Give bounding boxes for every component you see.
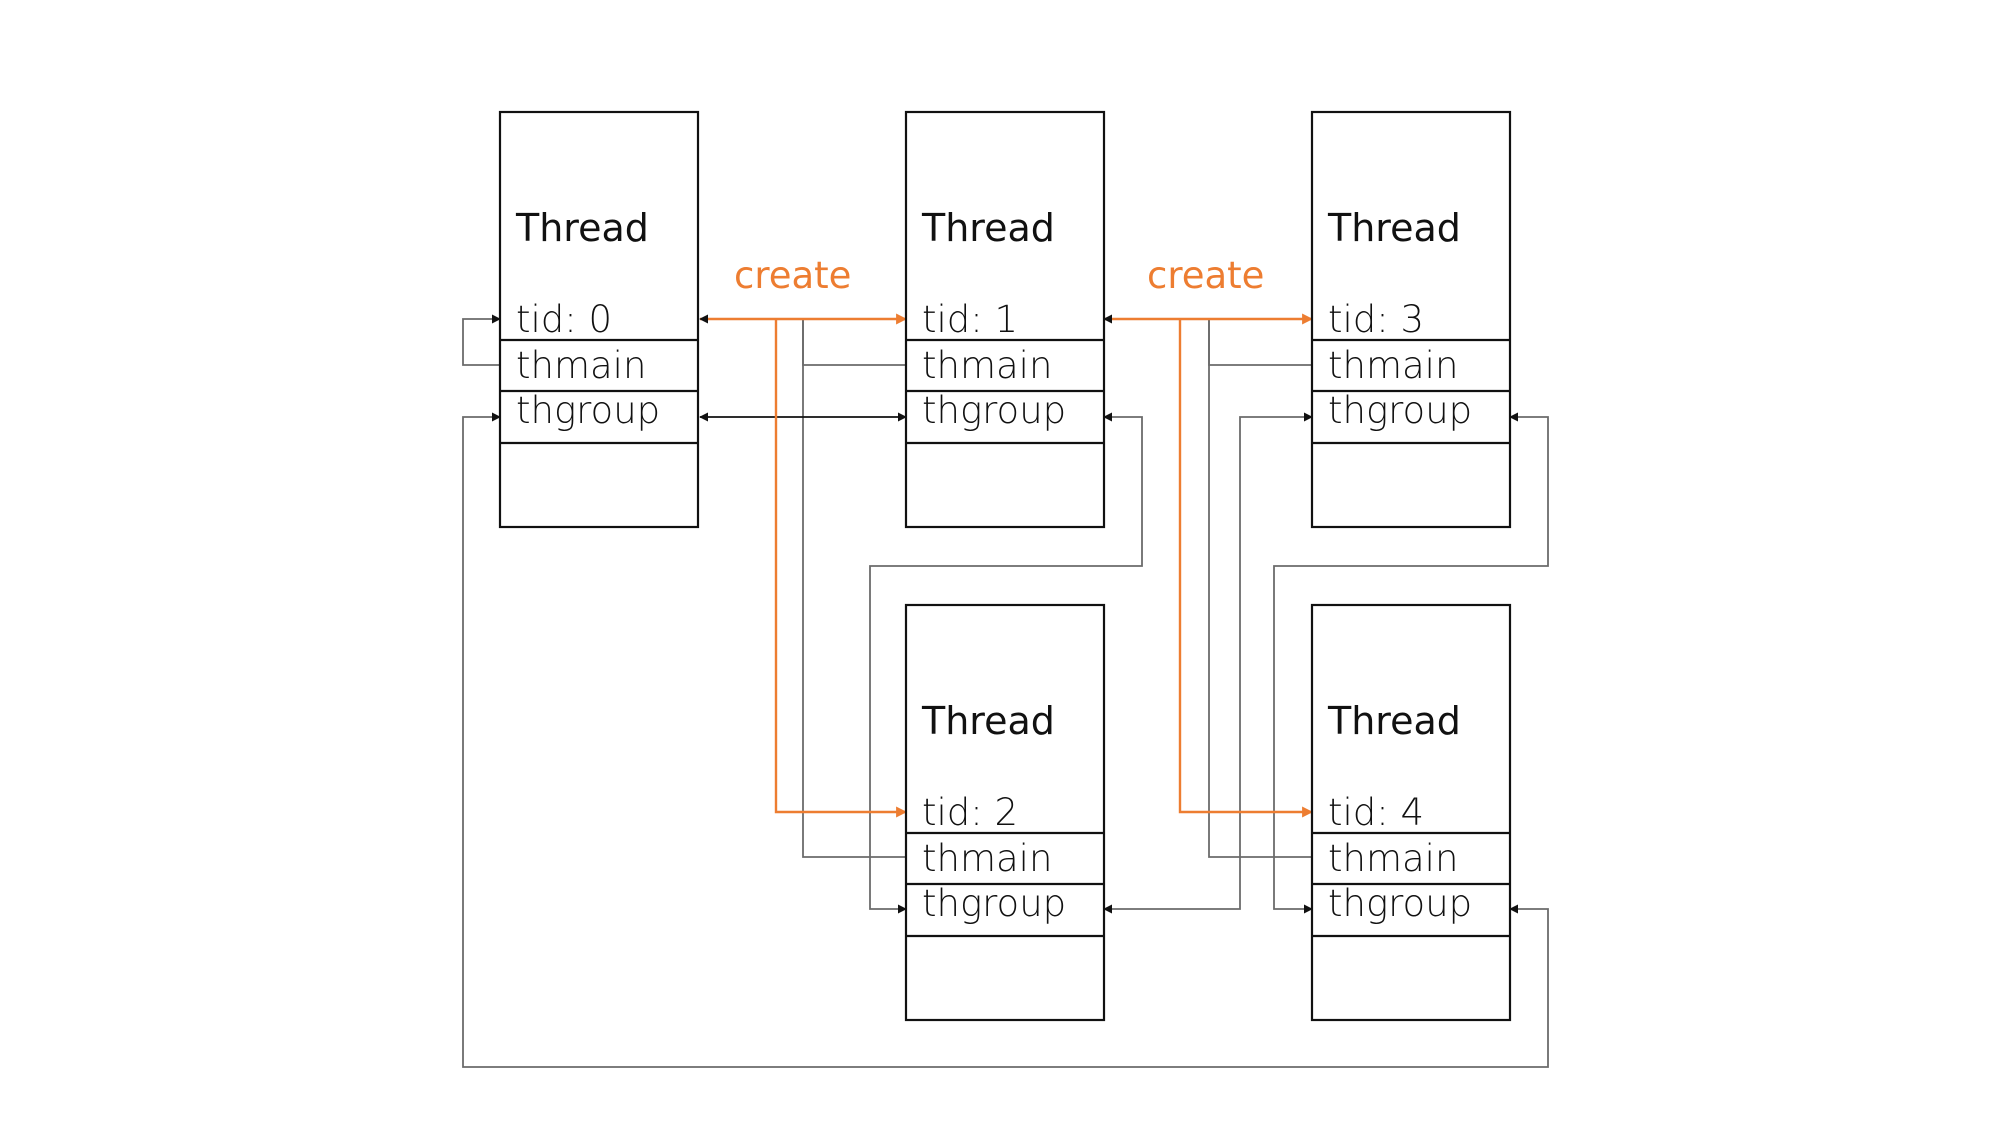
thread-title: Thread [1327,699,1461,743]
thmain-link-3 [1208,319,1312,366]
thread-box-3: Thread tid: 3 thmain thgroup [1310,110,1512,529]
thread-tid: tid: 2 [922,791,1018,834]
thread-thmain-field: thmain [1328,837,1458,880]
thread-title: Thread [921,206,1055,250]
thgroup-link-4-0 [462,412,1549,1068]
thread-box-2: Thread tid: 2 thmain thgroup [904,603,1106,1022]
thmain-link-0 [462,314,501,366]
thread-tid: tid: 1 [922,298,1018,341]
thread-box-0: Thread tid: 0 thmain thgroup [498,110,700,529]
thread-thmain-field: thmain [516,344,646,387]
thread-tid: tid: 4 [1328,791,1424,834]
thread-tid: tid: 3 [1328,298,1424,341]
thgroup-link-2-3 [1103,412,1313,914]
thread-thmain-field: thmain [922,837,1052,880]
thread-title: Thread [1327,206,1461,250]
thread-thmain-field: thmain [922,344,1052,387]
thread-thgroup-field: thgroup [516,389,660,432]
thmain-link-1 [802,319,906,366]
thread-title: Thread [921,699,1055,743]
thread-box-1: Thread tid: 1 thmain thgroup [904,110,1106,529]
thread-title: Thread [515,206,649,250]
thmain-link-2 [802,319,906,858]
create-arrow-2 [774,319,908,818]
thread-thgroup-field: thgroup [922,389,1066,432]
create-arrow-4 [1178,319,1314,818]
thread-box-4: Thread tid: 4 thmain thgroup [1310,603,1512,1022]
thread-thgroup-field: thgroup [922,882,1066,925]
thread-thgroup-field: thgroup [1328,882,1472,925]
create-label-2: create [1147,254,1264,297]
thread-tid: tid: 0 [516,298,612,341]
thmain-link-4 [1208,319,1312,858]
thread-thgroup-field: thgroup [1328,389,1472,432]
create-label-1: create [734,254,851,297]
thread-thmain-field: thmain [1328,344,1458,387]
